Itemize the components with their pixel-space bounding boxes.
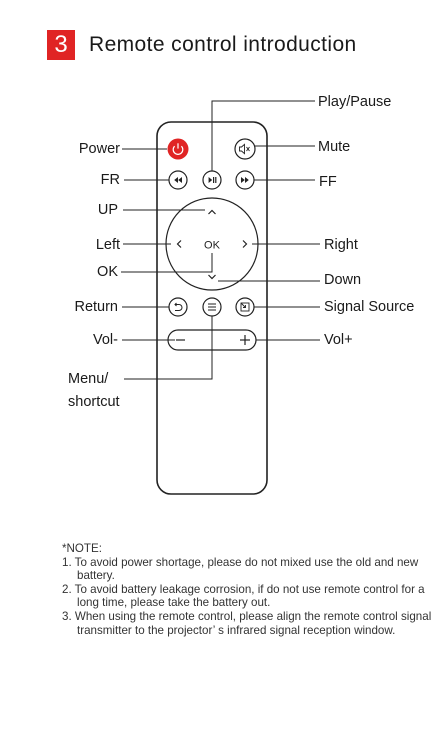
- callout-lines: [121, 100, 320, 380]
- power-icon: [172, 145, 184, 155]
- label-signal-source: Signal Source: [324, 299, 415, 315]
- return-icon: [175, 304, 183, 311]
- dpad-ok-text[interactable]: OK: [204, 240, 221, 252]
- label-down: Down: [324, 272, 362, 288]
- section-title: Remote control introduction: [89, 33, 357, 56]
- input-source-icon: [240, 302, 250, 312]
- remote-body: [156, 121, 268, 495]
- return-button[interactable]: [168, 297, 188, 317]
- dpad-up-arrow[interactable]: [208, 209, 216, 215]
- label-up: UP: [97, 202, 118, 218]
- label-vol-plus: Vol+: [324, 332, 353, 348]
- label-right: Right: [324, 237, 358, 253]
- label-play-pause: Play/Pause: [318, 94, 392, 110]
- rewind-icon: [174, 177, 182, 183]
- label-mute: Mute: [318, 139, 351, 155]
- fast-forward-icon: [241, 177, 249, 183]
- dpad-down-arrow[interactable]: [208, 274, 216, 280]
- label-power: Power: [78, 141, 120, 157]
- section-header: 3 Remote control introduction: [47, 30, 357, 60]
- dpad-right-arrow[interactable]: [242, 240, 248, 248]
- notes-list: 1. To avoid power shortage, please do no…: [62, 556, 432, 638]
- mute-button[interactable]: [234, 138, 256, 160]
- label-menu-line2: shortcut: [68, 394, 120, 410]
- label-ok: OK: [97, 264, 118, 280]
- power-button[interactable]: [167, 138, 189, 160]
- fast-forward-button[interactable]: [235, 170, 255, 190]
- notes-section: *NOTE: 1. To avoid power shortage, pleas…: [62, 542, 432, 637]
- notes-heading: *NOTE:: [62, 542, 102, 555]
- menu-icon: [208, 303, 216, 311]
- dpad-left-arrow[interactable]: [176, 240, 182, 248]
- dpad[interactable]: OK: [165, 197, 259, 291]
- section-number-badge: 3: [47, 30, 75, 60]
- label-fr: FR: [100, 172, 120, 188]
- note-item: 2. To avoid battery leakage corrosion, i…: [62, 582, 425, 610]
- note-item: 3. When using the remote control, please…: [62, 609, 432, 637]
- menu-button[interactable]: [202, 297, 222, 317]
- label-vol-minus: Vol-: [93, 332, 118, 348]
- note-item: 1. To avoid power shortage, please do no…: [62, 555, 419, 583]
- play-pause-button[interactable]: [202, 170, 222, 190]
- signal-source-button[interactable]: [235, 297, 255, 317]
- fast-rewind-button[interactable]: [168, 170, 188, 190]
- label-return: Return: [74, 299, 118, 315]
- label-ff: FF: [319, 174, 337, 190]
- play-pause-icon: [208, 177, 217, 183]
- label-left: Left: [95, 237, 120, 253]
- mute-icon: [239, 143, 250, 155]
- label-menu-line1: Menu/: [68, 371, 109, 387]
